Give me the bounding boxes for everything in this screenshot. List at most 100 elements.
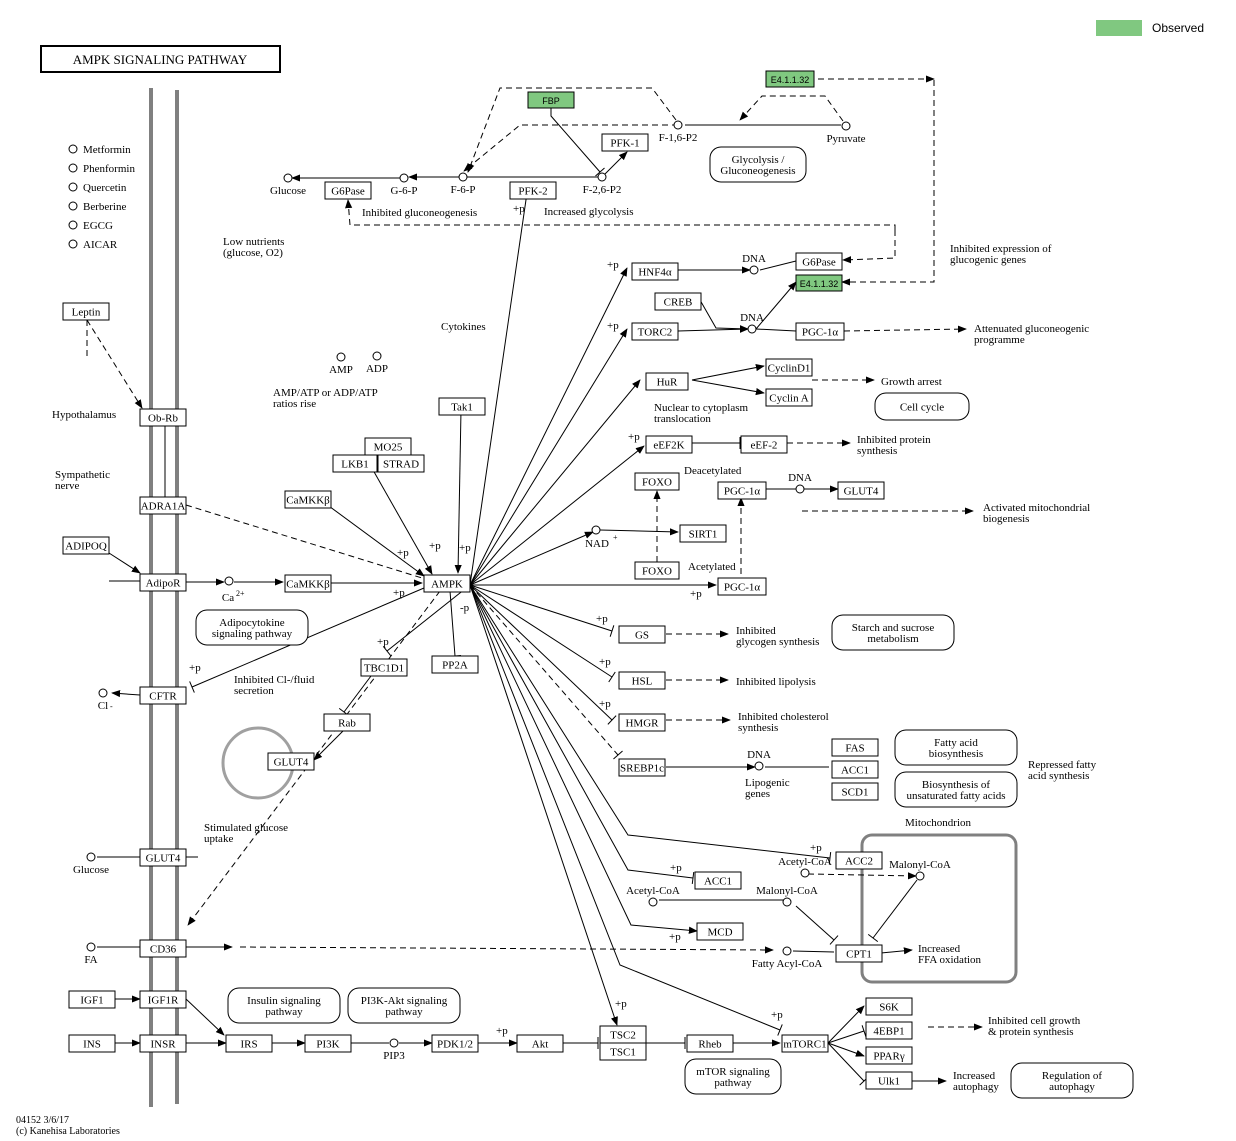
gene-creb[interactable]: CREB [654,292,702,311]
compound-dna3[interactable]: DNA [788,472,812,494]
gene-g6pase2[interactable]: G6Pase [795,252,843,271]
compound-adp[interactable]: ADP [366,351,388,375]
compound-ca[interactable]: Ca [222,576,234,604]
gene-ampk[interactable]: AMPK [423,574,471,593]
gene-foxo2[interactable]: FOXO [634,561,680,580]
gene-mtorc1[interactable]: mTORC1 [781,1034,829,1053]
gene-ebp1[interactable]: 4EBP1 [865,1021,913,1040]
gene-eef2k[interactable]: eEF2K [645,435,693,454]
compound-f6p[interactable]: F-6-P [450,172,476,196]
compound-dna1[interactable]: DNA [742,253,766,275]
compound-fa[interactable]: FA [84,942,98,966]
compound-acetylcoa2[interactable]: Acetyl-CoA [626,885,680,907]
gene-gs[interactable]: GS [618,625,666,644]
gene-obrb[interactable]: Ob-Rb [139,408,187,427]
gene-pfk2[interactable]: PFK-2 [509,181,557,200]
gene-glut4a[interactable]: GLUT4 [267,752,315,771]
gene-adra1a[interactable]: ADRA1A [139,496,187,515]
compound-glucose1[interactable]: Glucose [270,173,306,197]
compound-quercetin[interactable]: Quercetin [68,182,127,194]
gene-tbc1d1[interactable]: TBC1D1 [360,658,408,677]
gene-e4top[interactable]: E4.1.1.32 [765,70,815,88]
compound-pyruvate[interactable]: Pyruvate [826,121,866,145]
gene-irs[interactable]: IRS [225,1034,273,1053]
gene-rab[interactable]: Rab [323,713,371,732]
gene-adipoq[interactable]: ADIPOQ [62,536,110,555]
compound-g6p[interactable]: G-6-P [391,173,418,197]
gene-g6pase1[interactable]: G6Pase [324,181,372,200]
compound-dna4[interactable]: DNA [747,749,771,771]
compound-glucose2[interactable]: Glucose [73,852,109,876]
compound-cl[interactable]: Cl [98,688,108,712]
gene-pdk12[interactable]: PDK1/2 [431,1034,479,1053]
gene-igf1r[interactable]: IGF1R [139,990,187,1009]
gene-s6k[interactable]: S6K [865,997,913,1016]
compound-fattyacylcoa[interactable]: Fatty Acyl-CoA [752,946,823,970]
gene-pgc1a3[interactable]: PGC-1α [717,577,767,596]
gene-cftr[interactable]: CFTR [139,686,187,705]
gene-cyclind1[interactable]: CyclinD1 [765,358,813,377]
gene-strad[interactable]: STRAD [377,454,425,473]
gene-tsc2[interactable]: TSC2 [599,1025,647,1044]
gene-pfk1[interactable]: PFK-1 [601,133,649,152]
gene-hmgr[interactable]: HMGR [618,713,666,732]
compound-malonylcoa1[interactable]: Malonyl-CoA [889,859,951,881]
map-glyco[interactable]: Glycolysis /Gluconeogenesis [709,146,807,183]
gene-tak1[interactable]: Tak1 [438,397,486,416]
gene-cd36[interactable]: CD36 [139,939,187,958]
compound-amp[interactable]: AMP [329,352,353,376]
gene-fas[interactable]: FAS [831,738,879,757]
gene-fbp[interactable]: FBP [527,91,575,109]
gene-glut4b[interactable]: GLUT4 [837,481,885,500]
gene-hnf4a[interactable]: HNF4α [631,262,679,281]
gene-ins[interactable]: INS [68,1034,116,1053]
compound-metformin[interactable]: Metformin [68,144,131,156]
compound-egcg[interactable]: EGCG [68,220,113,232]
compound-f26p2[interactable]: F-2,6-P2 [583,172,622,196]
gene-tsc1[interactable]: TSC1 [599,1042,647,1061]
gene-insr[interactable]: INSR [139,1034,187,1053]
gene-ulk1[interactable]: Ulk1 [865,1071,913,1090]
gene-acc1b[interactable]: ACC1 [831,760,879,779]
gene-cyclina[interactable]: Cyclin A [765,388,813,407]
gene-acc1a[interactable]: ACC1 [694,871,742,890]
compound-nad[interactable]: NAD [585,525,609,550]
compound-aicar[interactable]: AICAR [68,239,118,251]
gene-igf1[interactable]: IGF1 [68,990,116,1009]
gene-glut4c[interactable]: GLUT4 [139,848,187,867]
gene-torc2[interactable]: TORC2 [631,322,679,341]
gene-camkkb2[interactable]: CaMKKβ [284,574,332,593]
gene-rheb[interactable]: Rheb [686,1034,734,1053]
gene-pi3k[interactable]: PI3K [304,1034,352,1053]
gene-lkb1[interactable]: LKB1 [332,454,378,473]
gene-adipor[interactable]: AdipoR [139,573,187,592]
compound-pip3[interactable]: PIP3 [383,1038,405,1062]
gene-cpt1[interactable]: CPT1 [835,944,883,963]
compound-berberine[interactable]: Berberine [68,201,126,213]
gene-mo25[interactable]: MO25 [364,437,412,456]
gene-hur[interactable]: HuR [645,372,689,391]
compound-acetylcoa1[interactable]: Acetyl-CoA [778,856,832,878]
gene-sirt1[interactable]: SIRT1 [679,524,727,543]
gene-hsl[interactable]: HSL [618,671,666,690]
gene-pp2a[interactable]: PP2A [431,655,479,674]
gene-ppary[interactable]: PPARγ [865,1046,913,1065]
gene-foxo1[interactable]: FOXO [634,472,680,491]
compound-dna2[interactable]: DNA [740,312,764,334]
gene-pgc1a2[interactable]: PGC-1α [717,481,767,500]
gene-eef2[interactable]: eEF-2 [740,435,788,454]
gene-camkkb1[interactable]: CaMKKβ [284,490,332,509]
gene-acc2[interactable]: ACC2 [835,851,883,870]
gene-srebp1c[interactable]: SREBP1c [618,758,666,777]
gene-mcd[interactable]: MCD [696,922,744,941]
map-cellcycle[interactable]: Cell cycle [874,392,970,421]
compound-phenformin[interactable]: Phenformin [68,163,135,175]
compound-malonylcoa2[interactable]: Malonyl-CoA [756,885,818,907]
